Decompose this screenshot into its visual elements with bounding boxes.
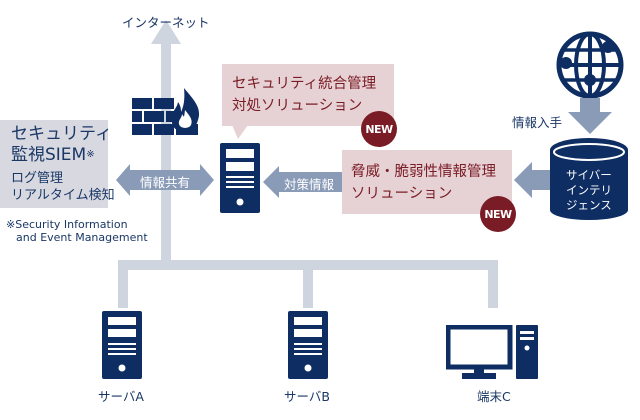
integrated-solution-line2: 対処ソリューション <box>232 98 363 114</box>
siem-title-line2: 監視SIEM※ <box>11 145 95 165</box>
new-badge-integrated: NEW <box>361 111 397 147</box>
siem-sub-line1: ログ管理 <box>11 171 64 186</box>
cyber-intelligence-database-icon <box>550 138 628 220</box>
server-b-label: サーバB <box>284 389 330 404</box>
siem-footnote-line1: ※Security Information <box>6 218 128 231</box>
drop-line-a <box>118 260 128 308</box>
integrated-solution-line1: セキュリティ統合管理 <box>232 76 377 92</box>
globe-icon <box>556 31 624 99</box>
drop-line-c <box>488 260 498 308</box>
countermeasure-label: 対策情報 <box>284 177 335 192</box>
info-acquire-arrow <box>568 98 612 134</box>
siem-title-line1: セキュリティ <box>11 124 112 144</box>
drop-line-b <box>303 260 313 308</box>
trunk-line <box>161 40 171 268</box>
terminal-c-icon <box>446 325 538 379</box>
cyber-intelligence-line2: インテリ <box>566 183 612 197</box>
cyber-intelligence-line3: ジェンス <box>566 198 612 212</box>
firewall-icon <box>132 88 200 135</box>
info-share-label: 情報共有 <box>140 175 191 190</box>
server-a-icon <box>102 311 142 379</box>
countermeasure-arrow <box>263 166 343 198</box>
new-badge-threat: NEW <box>480 196 516 232</box>
internet-arrow-head <box>151 20 181 44</box>
siem-footnote-mark: ※ <box>86 149 95 160</box>
siem-sub-line2: リアルタイム検知 <box>11 188 115 203</box>
info-share-arrow <box>116 164 214 196</box>
threat-solution-line1: 脅威・脆弱性情報管理 <box>351 164 496 180</box>
cyber-intelligence-line1: サイバー <box>566 168 612 182</box>
threat-solution-line2: ソリューション <box>351 186 453 202</box>
server-a-label: サーバA <box>98 389 144 404</box>
integrated-solution-box: セキュリティ統合管理 対処ソリューション <box>222 64 394 126</box>
cyber-intelligence-label: サイバー インテリ ジェンス <box>566 168 626 213</box>
siem-title-text: 監視SIEM <box>11 145 87 165</box>
siem-footnote-line2: and Event Management <box>16 231 148 244</box>
central-server-icon <box>220 143 260 213</box>
intel-to-threat-arrow <box>514 162 554 198</box>
terminal-c-label: 端末C <box>477 389 511 404</box>
internet-label: インターネット <box>122 15 210 30</box>
siem-box: セキュリティ 監視SIEM※ ログ管理 リアルタイム検知 <box>0 120 115 208</box>
info-acquire-label: 情報入手 <box>512 115 563 130</box>
server-b-icon <box>288 311 328 379</box>
speech-bubble-tail <box>232 125 248 139</box>
